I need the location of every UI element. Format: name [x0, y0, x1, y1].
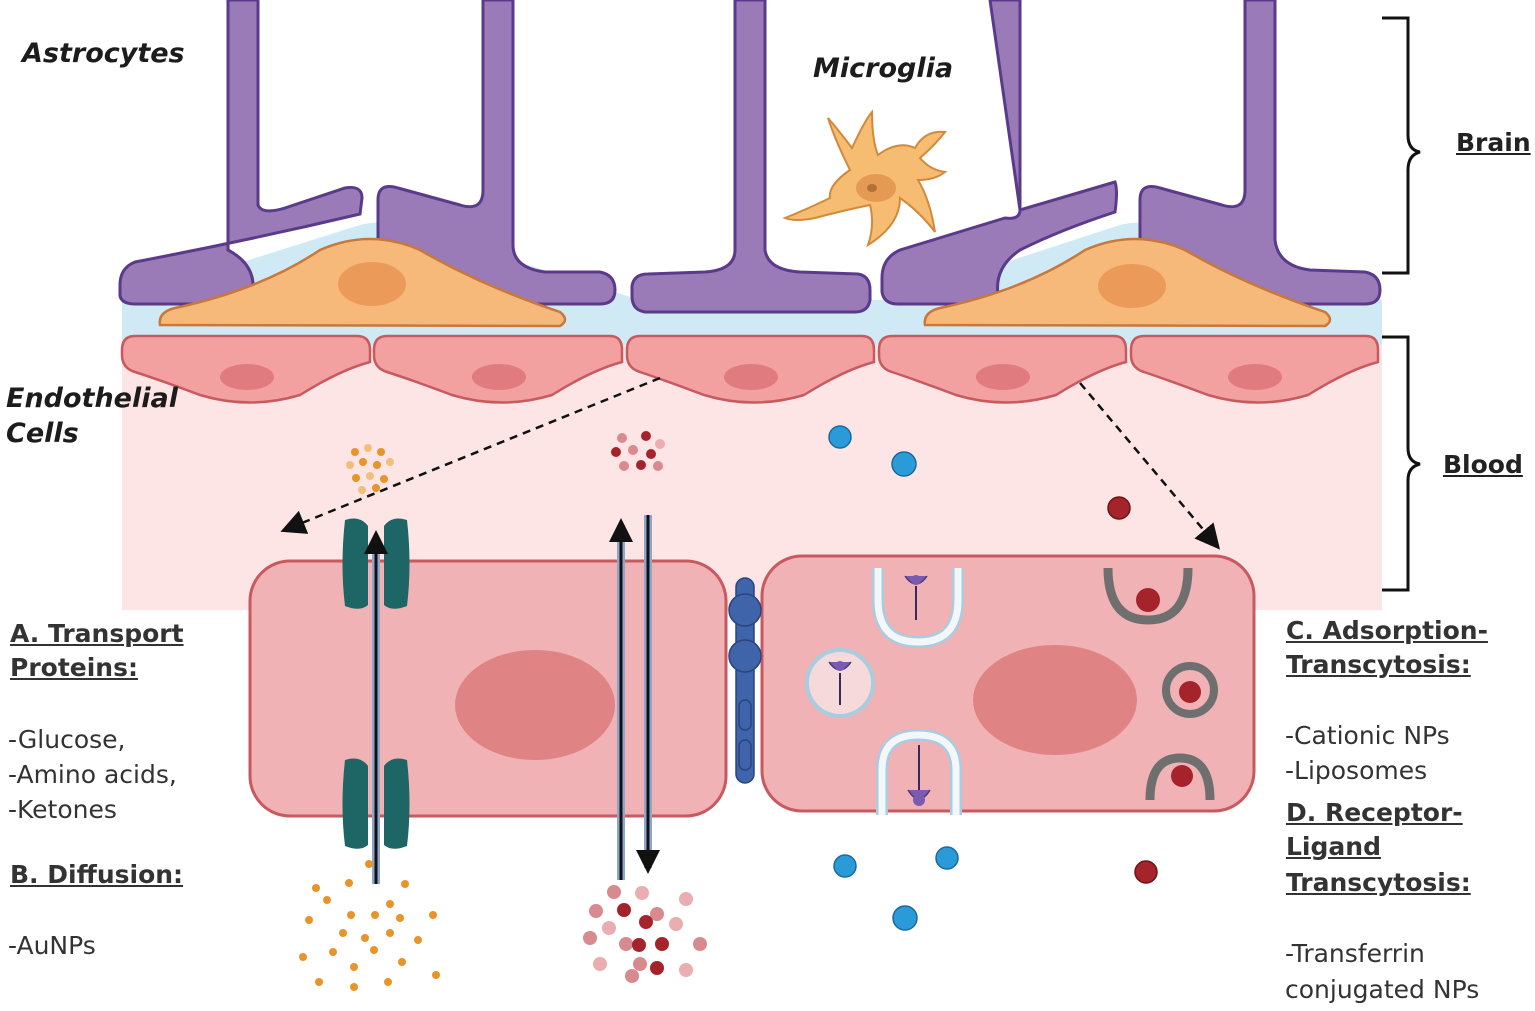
zoom-arrow-left: [280, 376, 661, 534]
section-a-title-line1: A. Transport: [10, 619, 184, 648]
adsorption-vesicles: [1103, 567, 1218, 801]
endothelial-nuclei: [220, 364, 1282, 390]
gold-particles-bottom: [299, 860, 440, 991]
section-a-item-2: -Amino acids,: [8, 760, 177, 789]
label-endothelial-line2: Cells: [6, 418, 79, 449]
red-particles-bottom: [583, 885, 707, 983]
section-c-title-line1: C. Adsorption-: [1286, 616, 1488, 645]
section-c-item-2: -Liposomes: [1285, 756, 1428, 785]
zoom-cell-right-nucleus: [973, 645, 1137, 755]
microglia-nucleolus: [867, 184, 877, 192]
blue-nanoparticles: [828, 425, 959, 931]
astrocyte-foot-1: [118, 0, 364, 306]
endothelial-nucleus-5: [1228, 364, 1282, 390]
section-a-item-3: -Ketones: [8, 795, 117, 824]
zoom-arrow-right: [1079, 382, 1221, 550]
section-a-title-line2: Proteins:: [10, 653, 138, 682]
section-d-title-line2: Ligand: [1286, 832, 1381, 861]
zoom-cell-left-nucleus: [455, 650, 615, 760]
red-cluster-top: [611, 431, 665, 471]
receptor-vesicle-bottom: [876, 728, 962, 815]
red-nanoparticles: [1107, 496, 1158, 884]
receptor-vesicle-top: [872, 568, 964, 649]
transport-protein-top: [342, 518, 410, 609]
section-d-title-line1: D. Receptor-: [1286, 798, 1463, 827]
label-blood: Blood: [1443, 450, 1523, 479]
transport-protein-bottom: [342, 758, 410, 849]
section-d-item-1: -Transferrin: [1285, 939, 1425, 968]
section-b-item-1: -AuNPs: [8, 931, 96, 960]
section-d-item-2: conjugated NPs: [1285, 975, 1480, 1004]
section-d-title-line3: Transcytosis:: [1286, 868, 1471, 897]
brain-bracket: [1382, 16, 1421, 275]
label-endothelial-line1: Endothelial: [6, 383, 178, 414]
label-astrocytes: Astrocytes: [22, 38, 185, 69]
endothelial-nucleus-1: [220, 364, 274, 390]
endothelial-nucleus-2: [472, 364, 526, 390]
section-a-item-1: -Glucose,: [8, 725, 126, 754]
label-microglia: Microglia: [813, 53, 954, 84]
label-brain: Brain: [1456, 128, 1531, 157]
astrocyte-foot-3: [630, 0, 872, 314]
pericyte-right-nucleus: [1098, 264, 1166, 308]
gold-cluster-top: [346, 444, 394, 494]
endothelial-nucleus-3: [724, 364, 778, 390]
receptor-vesicle-middle: [805, 648, 875, 718]
blood-bracket: [1382, 335, 1421, 592]
microglia-cell: [782, 109, 948, 248]
section-b-title: B. Diffusion:: [10, 860, 184, 889]
pericytes: [158, 237, 1332, 328]
section-c-item-1: -Cationic NPs: [1285, 721, 1450, 750]
pericyte-left-nucleus: [338, 262, 406, 306]
section-c-title-line2: Transcytosis:: [1286, 650, 1471, 679]
endothelial-nucleus-4: [976, 364, 1030, 390]
tight-junction: [728, 577, 762, 784]
